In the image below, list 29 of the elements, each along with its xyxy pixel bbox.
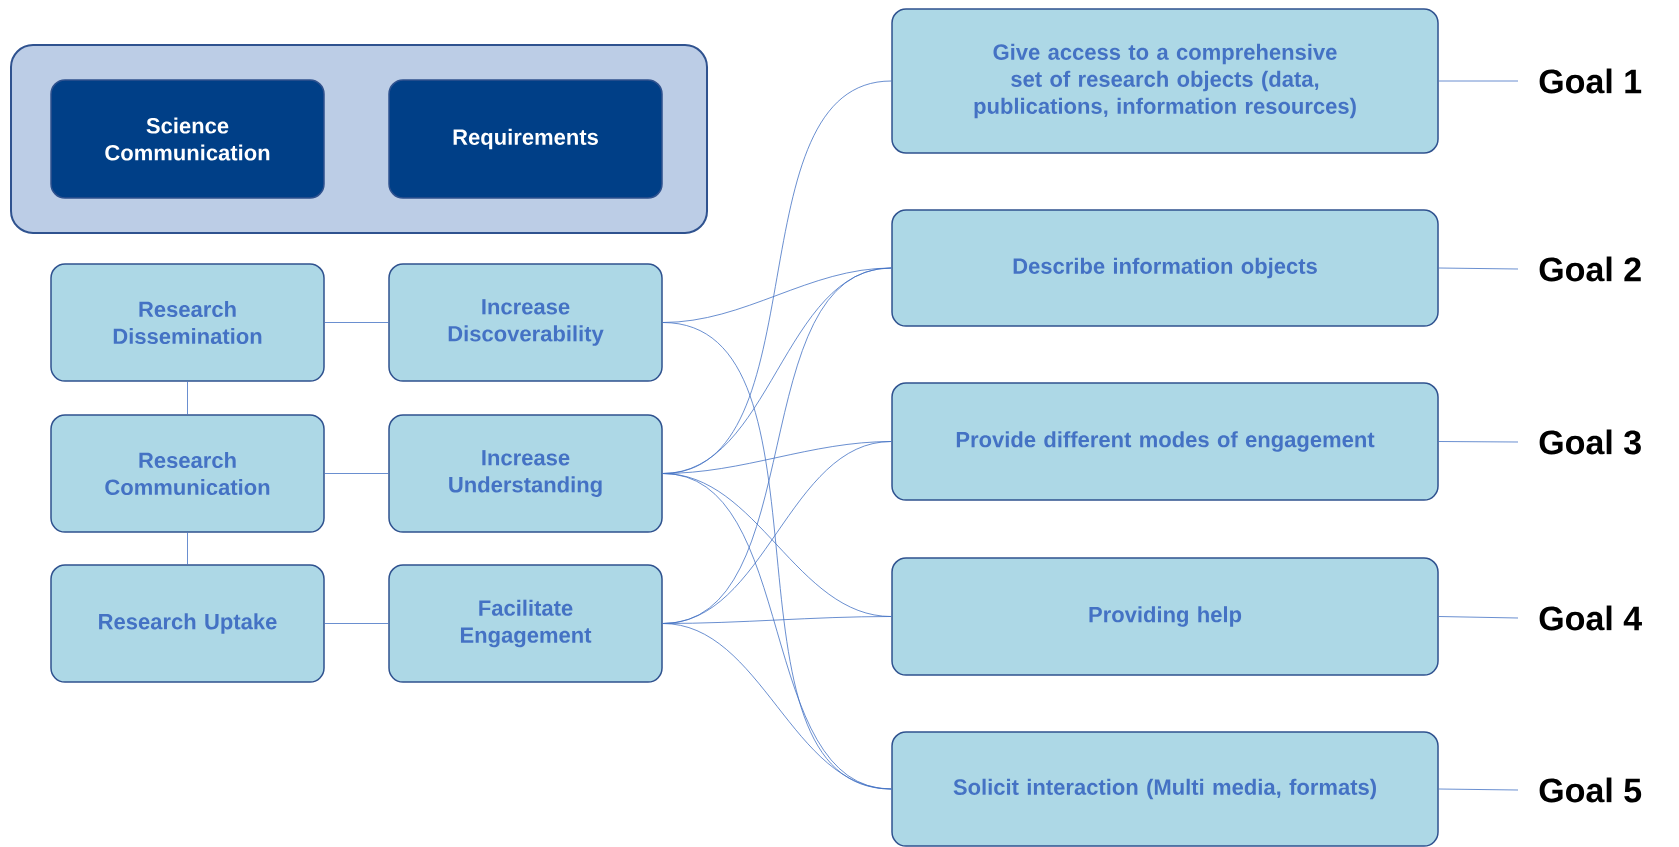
category-box: Science Communication bbox=[50, 79, 325, 199]
connector-line bbox=[324, 473, 389, 474]
process-box: Providing help bbox=[891, 557, 1439, 676]
connector-line bbox=[324, 322, 389, 323]
connector-line bbox=[324, 623, 389, 624]
goal-label: Goal 5 bbox=[1539, 777, 1642, 803]
process-box: Increase Discoverability bbox=[388, 263, 663, 382]
goal-label: Goal 1 bbox=[1539, 68, 1642, 94]
connector-line bbox=[1438, 267, 1519, 270]
goal-label: Goal 3 bbox=[1539, 429, 1641, 455]
connector-line bbox=[1438, 441, 1519, 443]
connector-line bbox=[662, 623, 892, 790]
process-box: Research Dissemination bbox=[50, 263, 325, 382]
connector-line bbox=[187, 381, 188, 415]
connector-line bbox=[1438, 80, 1519, 82]
process-box: Solicit interaction (Multi media, formats) bbox=[891, 731, 1439, 847]
process-box: Give access to a comprehensive set of research objects (data, publications, information resources) bbox=[891, 8, 1439, 154]
process-box: Increase Understanding bbox=[388, 414, 663, 533]
process-box: Provide different modes of engagement bbox=[891, 382, 1439, 501]
goal-label: Goal 4 bbox=[1539, 605, 1642, 631]
process-box: Describe information objects bbox=[891, 209, 1439, 327]
category-box: Requirements bbox=[388, 79, 663, 199]
process-box: Research Communication bbox=[50, 414, 325, 533]
connector-line bbox=[187, 532, 188, 565]
process-box: Facilitate Engagement bbox=[388, 564, 663, 683]
goal-label: Goal 2 bbox=[1539, 256, 1641, 282]
connector-line bbox=[1438, 616, 1519, 619]
connector-line bbox=[1438, 788, 1519, 791]
process-box: Research Uptake bbox=[50, 564, 325, 683]
